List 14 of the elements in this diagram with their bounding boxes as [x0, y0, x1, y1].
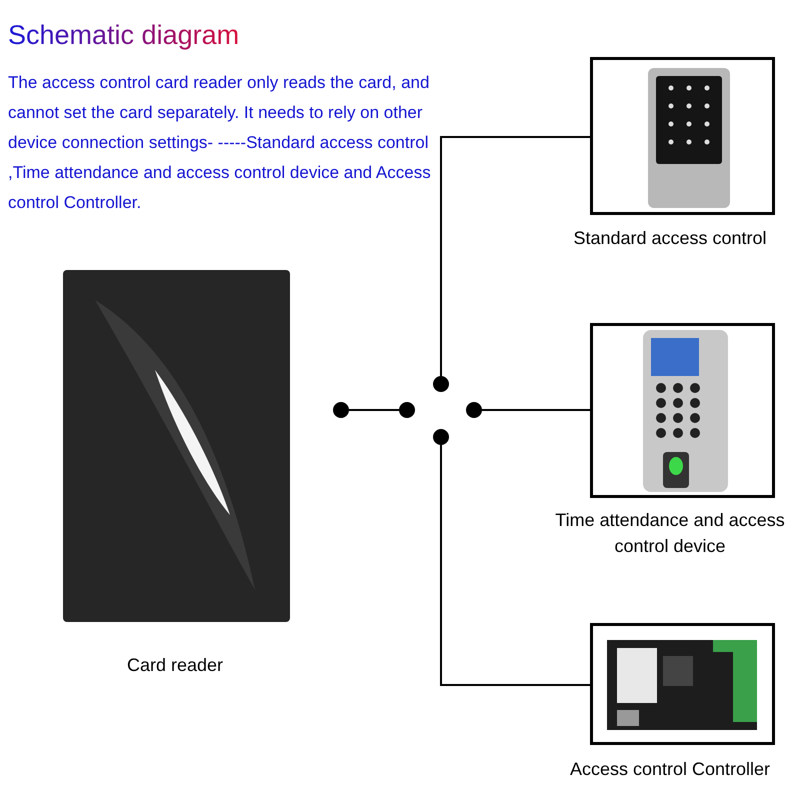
description-text: The access control card reader only reads the card, and cannot set the card separately. It needs to rely on other device connection settings- -----Standard access control ,Time attendance and access control device and Access control Controller.	[8, 72, 432, 214]
connector-line	[440, 445, 590, 686]
junction-dot	[333, 402, 349, 418]
device-caption: Card reader	[126, 654, 224, 677]
junction-dot	[433, 376, 449, 392]
device-caption: Access control Controller	[568, 758, 772, 781]
connector-line	[349, 409, 399, 411]
junction-dot	[399, 402, 415, 418]
junction-dot	[466, 402, 482, 418]
connector-line	[440, 136, 590, 376]
device-caption: Standard access control	[572, 227, 768, 250]
junction-dot	[433, 429, 449, 445]
device-caption: Time attendance and access control device	[554, 509, 786, 558]
connector-line	[482, 409, 590, 411]
